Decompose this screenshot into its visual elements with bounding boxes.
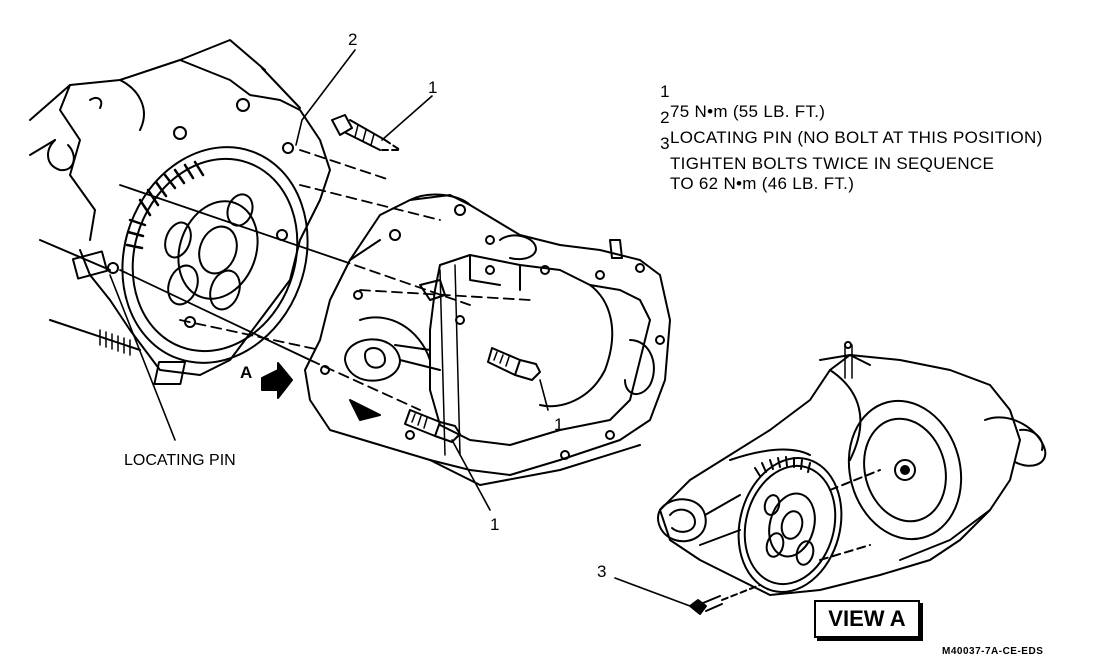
legend-num: 3 — [660, 134, 670, 153]
callout-1-top: 1 — [428, 78, 438, 97]
callout-1-lower: 1 — [490, 515, 500, 534]
engine-block — [29, 39, 331, 376]
transaxle-main — [304, 193, 671, 486]
leader-lines — [109, 49, 691, 607]
alignment-lines — [119, 149, 531, 411]
top-bolt — [331, 114, 401, 151]
legend-text: 75 N•m (55 LB. FT.) — [670, 102, 826, 121]
callout-3-view-a: 3 — [597, 562, 607, 581]
locating-pin-label: LOCATING PIN — [124, 452, 236, 469]
legend-text: TIGHTEN BOLTS TWICE IN SEQUENCE — [670, 154, 995, 173]
legend-num: 1 — [660, 82, 670, 101]
legend-item-3: 3 TIGHTEN BOLTS TWICE IN SEQUENCE — [640, 114, 994, 194]
middle-bolt — [487, 347, 541, 381]
legend-item-2: 2 LOCATING PIN (NO BOLT AT THIS POSITION… — [640, 88, 1042, 168]
view-a-label: VIEW A — [814, 600, 920, 638]
view-a-flexplate — [737, 456, 881, 593]
view-a-transaxle — [657, 341, 1047, 596]
legend-item-1: 1 75 N•m (55 LB. FT.) — [640, 62, 825, 142]
view-arrow-letter: A — [240, 363, 253, 382]
drawing-code: M40037-7A-CE-EDS — [942, 646, 1044, 657]
callout-2-top: 2 — [348, 30, 358, 49]
callout-1-middle: 1 — [554, 415, 564, 434]
lower-bolt — [404, 409, 461, 443]
legend-text: LOCATING PIN (NO BOLT AT THIS POSITION) — [670, 128, 1043, 147]
flexplate — [107, 98, 309, 364]
legend-num: 2 — [660, 108, 670, 127]
legend-item-3-cont: TO 62 N•m (46 LB. FT.) — [640, 134, 854, 214]
view-a-bolt — [689, 584, 761, 615]
view-a-arrow — [153, 361, 293, 399]
legend-text: TO 62 N•m (46 LB. FT.) — [670, 174, 855, 193]
